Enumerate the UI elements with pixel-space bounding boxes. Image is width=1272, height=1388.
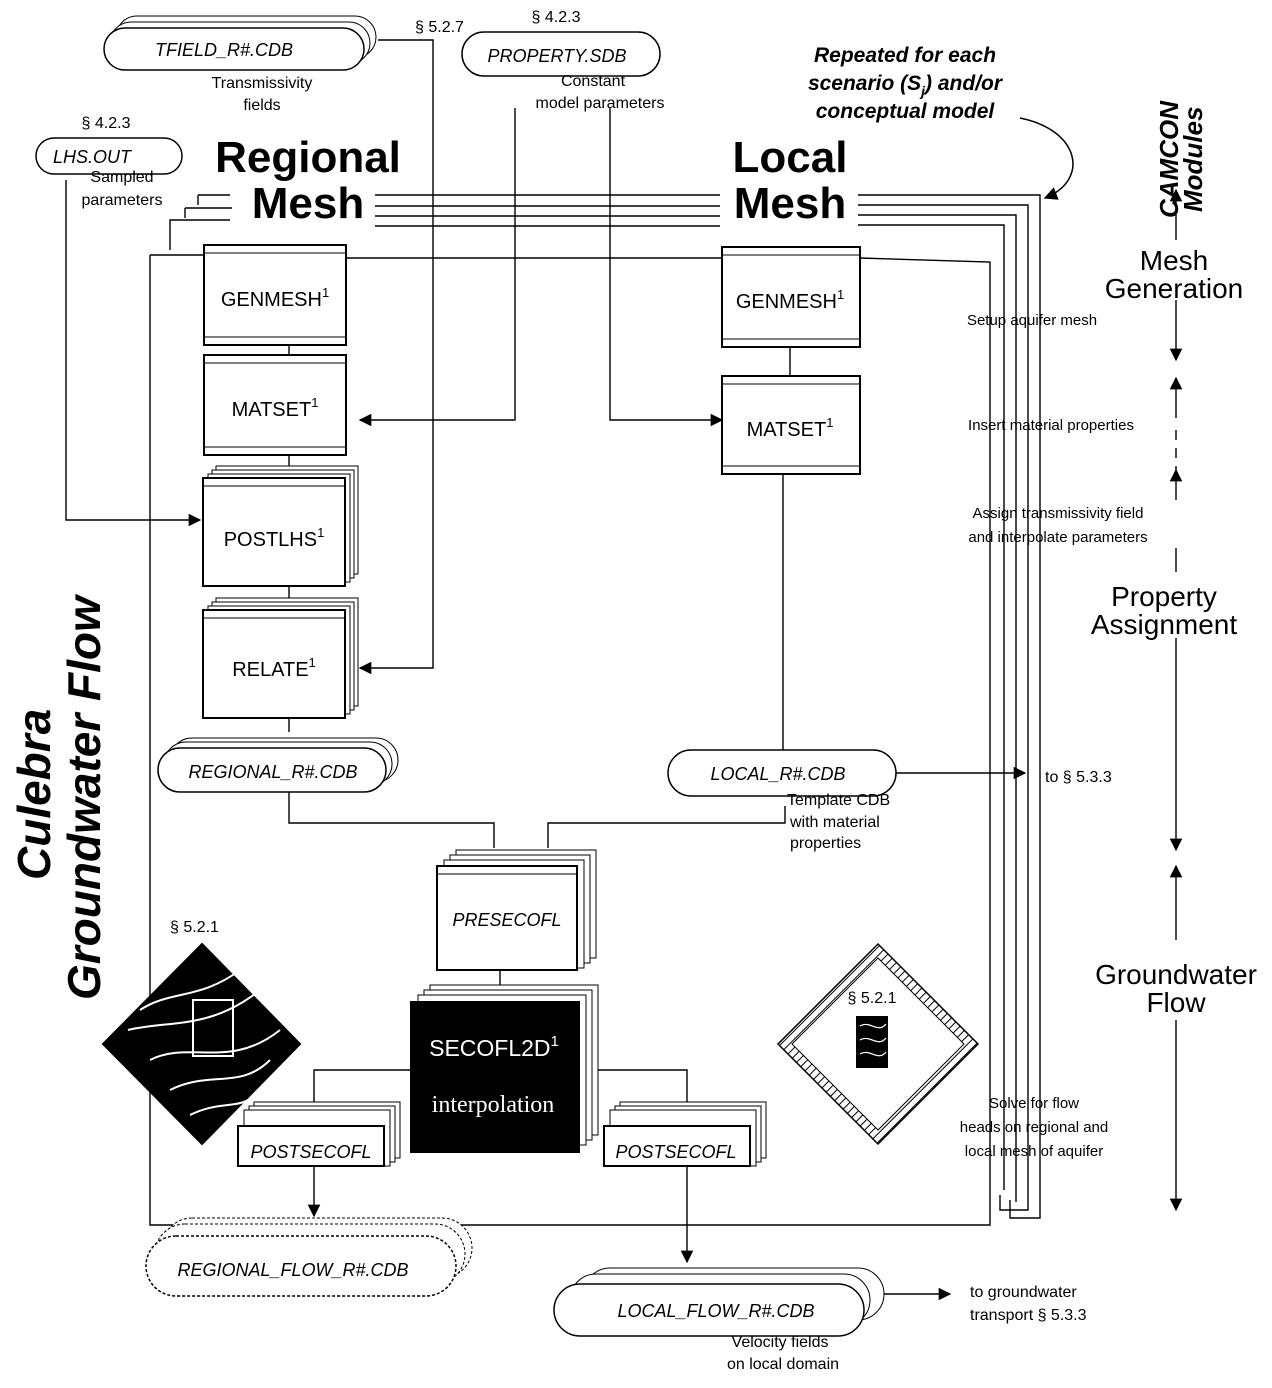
svg-text:fields: fields bbox=[243, 97, 280, 114]
svg-text:POSTSECOFL: POSTSECOFL bbox=[615, 1142, 736, 1162]
svg-text:TFIELD_R#.CDB: TFIELD_R#.CDB bbox=[155, 40, 293, 60]
tfield-input: § 5.2.7 TFIELD_R#.CDB Transmissivity fie… bbox=[103, 15, 464, 114]
svg-text:Local: Local bbox=[733, 133, 848, 182]
postsecofl-left: POSTSECOFL bbox=[237, 1101, 401, 1167]
svg-text:transport § 5.3.3: transport § 5.3.3 bbox=[970, 1307, 1087, 1324]
property-input: § 4.2.3 PROPERTY.SDB Constant model para… bbox=[461, 9, 665, 112]
local-map-diamond: § 5.2.1 bbox=[776, 942, 980, 1146]
svg-text:Mesh: Mesh bbox=[734, 179, 846, 228]
svg-text:MATSET1: MATSET1 bbox=[747, 415, 834, 441]
svg-text:§ 5.2.7: § 5.2.7 bbox=[415, 19, 464, 36]
postsecofl-right: POSTSECOFL bbox=[603, 1101, 767, 1167]
presecofl: PRESECOFL bbox=[436, 849, 597, 971]
regional-map-diamond: § 5.2.1 bbox=[101, 919, 302, 1146]
svg-text:§ 5.2.1: § 5.2.1 bbox=[848, 990, 897, 1007]
local-flow-cdb: LOCAL_FLOW_R#.CDB Velocity fields on loc… bbox=[553, 1267, 1087, 1373]
svg-text:heads on regional and: heads on regional and bbox=[960, 1119, 1108, 1136]
svg-text:PRESECOFL: PRESECOFL bbox=[452, 910, 561, 930]
connector-lines bbox=[65, 39, 1041, 1301]
svg-text:Regional: Regional bbox=[215, 133, 401, 182]
svg-text:Generation: Generation bbox=[1105, 273, 1244, 304]
svg-text:PROPERTY.SDB: PROPERTY.SDB bbox=[487, 46, 626, 66]
svg-text:Velocity fields: Velocity fields bbox=[732, 1334, 829, 1351]
svg-text:Solve for flow: Solve for flow bbox=[989, 1095, 1079, 1112]
regional-relate: RELATE1 bbox=[202, 597, 359, 719]
regional-matset: MATSET1 bbox=[203, 354, 347, 456]
svg-text:on local domain: on local domain bbox=[727, 1356, 839, 1373]
svg-text:POSTLHS1: POSTLHS1 bbox=[224, 525, 325, 551]
svg-text:local mesh of aquifer: local mesh of aquifer bbox=[965, 1143, 1103, 1160]
regional-postlhs: POSTLHS1 bbox=[202, 465, 359, 587]
svg-text:Assign transmissivity field: Assign transmissivity field bbox=[973, 505, 1144, 522]
phase-labels: Mesh Generation Property Assignment Grou… bbox=[1091, 245, 1257, 1018]
svg-text:Constant: Constant bbox=[561, 73, 626, 90]
svg-text:Setup aquifer mesh: Setup aquifer mesh bbox=[967, 312, 1097, 329]
svg-text:Modules: Modules bbox=[1178, 107, 1208, 212]
svg-text:LOCAL_FLOW_R#.CDB: LOCAL_FLOW_R#.CDB bbox=[617, 1301, 814, 1321]
svg-text:§ 4.2.3: § 4.2.3 bbox=[532, 9, 581, 26]
regional-flow-cdb: REGIONAL_FLOW_R#.CDB bbox=[145, 1217, 473, 1297]
svg-text:Mesh: Mesh bbox=[1140, 245, 1208, 276]
svg-text:Repeated for each: Repeated for each bbox=[814, 44, 996, 67]
svg-text:Assignment: Assignment bbox=[1091, 609, 1238, 640]
svg-text:to § 5.3.3: to § 5.3.3 bbox=[1045, 769, 1112, 786]
svg-text:Mesh: Mesh bbox=[252, 179, 364, 228]
svg-text:LHS.OUT: LHS.OUT bbox=[53, 147, 133, 167]
svg-text:REGIONAL_FLOW_R#.CDB: REGIONAL_FLOW_R#.CDB bbox=[177, 1260, 408, 1280]
regional-mesh-heading: Regional Mesh bbox=[215, 133, 401, 228]
repeated-note: Repeated for each scenario (Sj) and/or c… bbox=[808, 44, 1074, 200]
camcon-modules-label: CAMCON Modules bbox=[1154, 100, 1208, 218]
svg-text:SECOFL2D1: SECOFL2D1 bbox=[429, 1033, 559, 1061]
local-matset: MATSET1 bbox=[721, 375, 861, 475]
step-annotations: Setup aquifer mesh Insert material prope… bbox=[960, 312, 1148, 1160]
regional-genmesh: GENMESH1 bbox=[203, 244, 347, 346]
svg-text:Sampled: Sampled bbox=[90, 169, 153, 186]
svg-text:Groundwater: Groundwater bbox=[1095, 959, 1257, 990]
secofl2d-interpolation: SECOFL2D1 interpolation bbox=[410, 984, 599, 1153]
svg-text:model parameters: model parameters bbox=[536, 95, 665, 112]
svg-text:to groundwater: to groundwater bbox=[970, 1284, 1077, 1301]
svg-text:GENMESH1: GENMESH1 bbox=[221, 285, 329, 311]
svg-text:Property: Property bbox=[1111, 581, 1217, 612]
svg-text:RELATE1: RELATE1 bbox=[232, 655, 316, 681]
svg-text:GENMESH1: GENMESH1 bbox=[736, 287, 844, 313]
svg-text:and interpolate parameters: and interpolate parameters bbox=[968, 529, 1147, 546]
svg-text:Groundwater Flow: Groundwater Flow bbox=[58, 593, 110, 1000]
local-mesh-heading: Local Mesh bbox=[733, 133, 848, 228]
svg-text:conceptual model: conceptual model bbox=[816, 100, 996, 123]
svg-text:REGIONAL_R#.CDB: REGIONAL_R#.CDB bbox=[188, 762, 357, 782]
regional-cdb: REGIONAL_R#.CDB bbox=[157, 737, 399, 793]
culebra-side-title: Culebra Groundwater Flow bbox=[8, 593, 110, 1000]
svg-text:LOCAL_R#.CDB: LOCAL_R#.CDB bbox=[710, 764, 845, 784]
lhs-input: § 4.2.3 LHS.OUT Sampled parameters bbox=[35, 115, 183, 209]
svg-text:scenario (Sj) and/or: scenario (Sj) and/or bbox=[808, 72, 1004, 99]
svg-text:Culebra: Culebra bbox=[8, 709, 60, 880]
local-cdb: LOCAL_R#.CDB Template CDB with material … bbox=[667, 749, 1112, 852]
svg-text:§ 4.2.3: § 4.2.3 bbox=[82, 115, 131, 132]
svg-text:POSTSECOFL: POSTSECOFL bbox=[250, 1142, 371, 1162]
svg-text:Transmissivity: Transmissivity bbox=[212, 75, 313, 92]
local-genmesh: GENMESH1 bbox=[721, 246, 861, 348]
svg-text:MATSET1: MATSET1 bbox=[232, 395, 319, 421]
svg-text:properties: properties bbox=[790, 835, 861, 852]
svg-text:Insert material properties: Insert material properties bbox=[968, 417, 1134, 434]
svg-text:Template CDB: Template CDB bbox=[787, 792, 890, 809]
svg-text:parameters: parameters bbox=[82, 192, 163, 209]
svg-text:§ 5.2.1: § 5.2.1 bbox=[170, 919, 219, 936]
svg-text:interpolation: interpolation bbox=[432, 1092, 555, 1118]
svg-text:Flow: Flow bbox=[1146, 987, 1206, 1018]
svg-text:with material: with material bbox=[789, 814, 880, 831]
